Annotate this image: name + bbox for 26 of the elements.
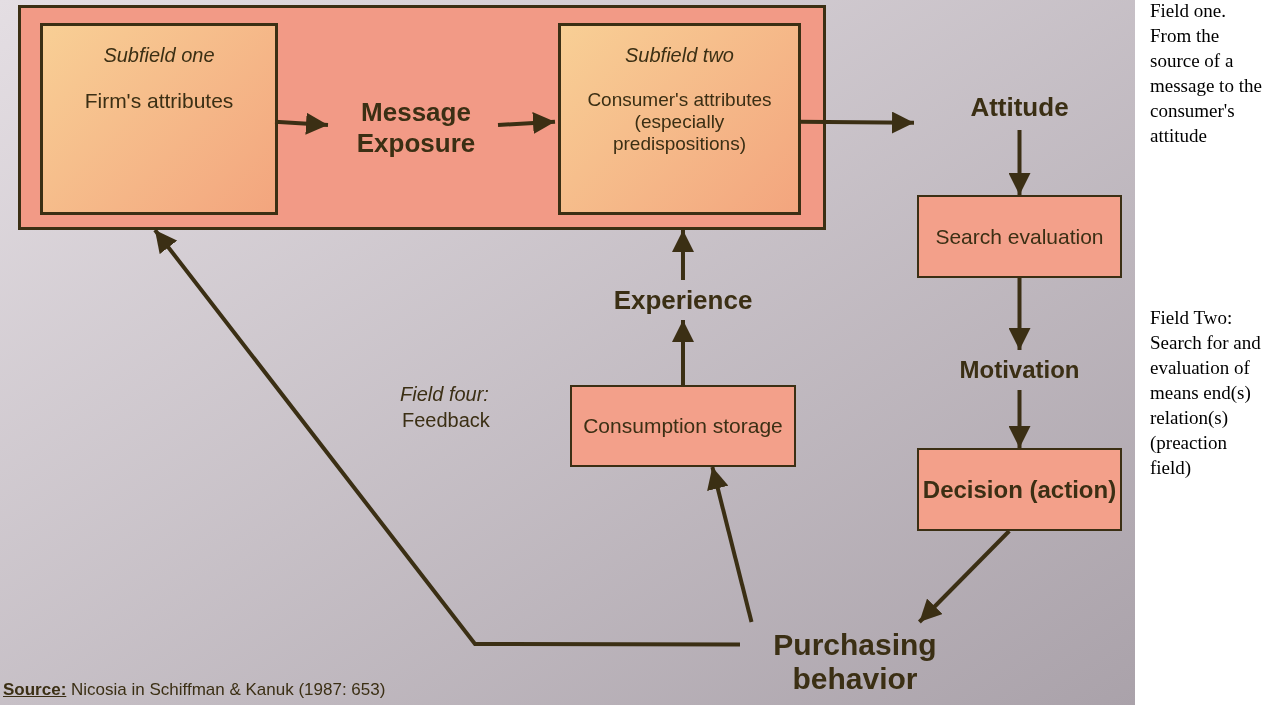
field-note: Field Two: Search for and evaluation of means end(s) relation(s) (preaction field)	[1150, 306, 1262, 480]
arrow	[153, 228, 740, 647]
arrow	[1008, 390, 1031, 448]
arrow	[917, 529, 1011, 624]
stage-label: Message Exposure	[331, 93, 501, 163]
arrow	[672, 320, 694, 385]
stage-label: Experience	[588, 280, 778, 320]
arrow	[707, 466, 754, 623]
subfield-box: Subfield one Firm's attributes	[40, 23, 278, 215]
arrow	[672, 230, 694, 280]
process-box: Consumption storage	[570, 385, 796, 467]
arrow	[1008, 278, 1031, 350]
field-label: Feedback	[402, 409, 491, 432]
source-note: Source: Nicosia in Schiffman & Kanuk (1987: 653)	[3, 680, 387, 700]
arrow	[1008, 130, 1031, 195]
stage-label: Purchasing behavior	[740, 622, 970, 702]
stage-label: Motivation	[927, 350, 1112, 390]
field-label: Field four:	[400, 383, 490, 406]
subfield-box: Subfield two Consumer's attributes (especially predispositions)	[558, 23, 801, 215]
process-box: Search evaluation	[917, 195, 1122, 278]
arrow	[497, 112, 556, 134]
stage-label: Attitude	[914, 85, 1125, 130]
field-panel	[18, 5, 826, 230]
arrow	[274, 112, 329, 135]
process-box: Decision (action)	[917, 448, 1122, 531]
field-note: Field one. From the source of a message to the consumer's attitude	[1150, 0, 1262, 148]
